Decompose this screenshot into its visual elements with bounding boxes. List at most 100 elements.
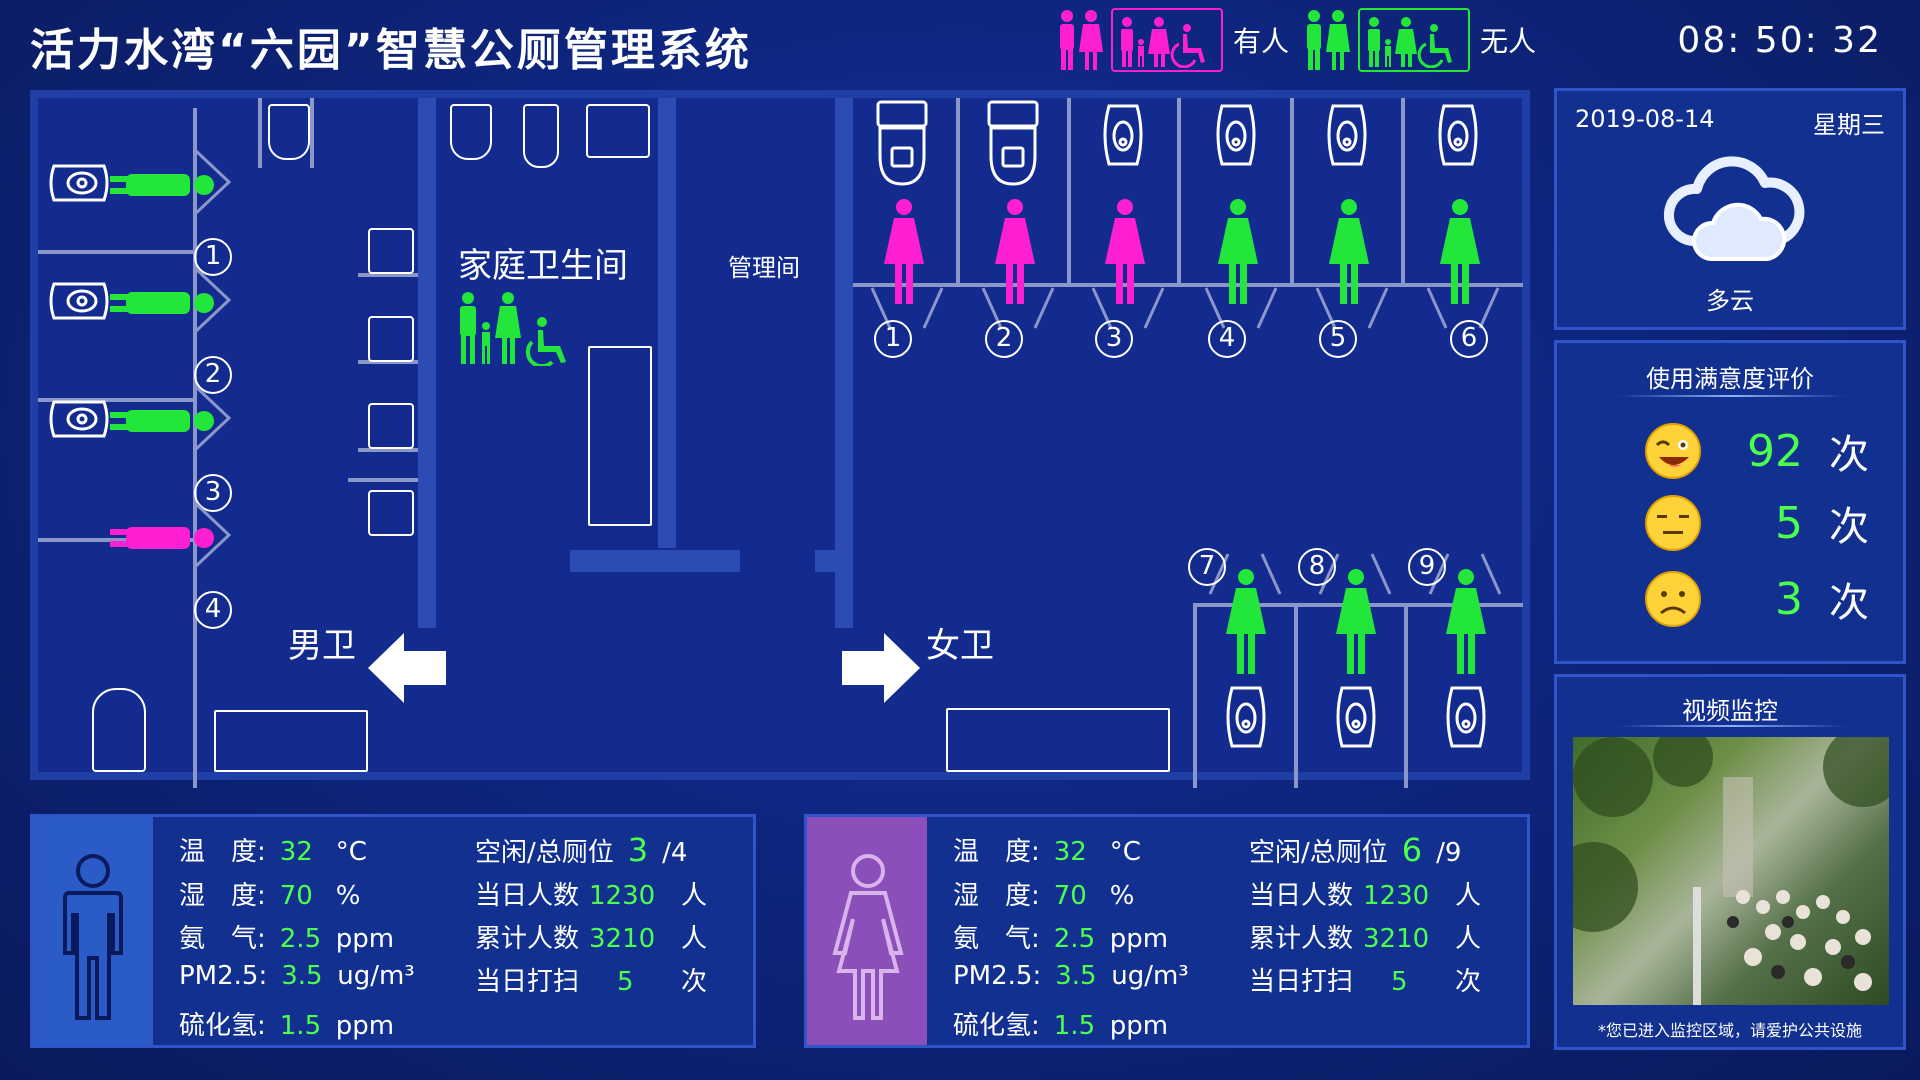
stall-wall xyxy=(1067,98,1071,284)
toilet-icon xyxy=(876,100,928,186)
clean-label: 当日打扫 xyxy=(475,967,580,997)
satisfaction-count: 92 xyxy=(1747,425,1803,477)
occupied-family-box xyxy=(1111,8,1223,72)
clean-value: 5 xyxy=(1391,967,1408,997)
video-feed[interactable] xyxy=(1573,737,1889,1005)
partition-icon xyxy=(193,384,232,452)
occupied-family-icon xyxy=(1121,17,1205,68)
female-stall-7[interactable]: 7 xyxy=(1188,548,1298,788)
cum-unit: 人 xyxy=(681,924,708,954)
stall-number: 4 xyxy=(1208,320,1246,358)
female-stall-8[interactable]: 8 xyxy=(1298,548,1408,788)
video-notice: *您已进入监控区域，请爱护公共设施 xyxy=(1597,1021,1862,1040)
hum-unit: % xyxy=(335,881,361,911)
stall-number: 2 xyxy=(194,356,232,394)
divider xyxy=(358,360,418,364)
squat-toilet-icon xyxy=(1103,104,1143,166)
free-value: 3 xyxy=(627,831,649,869)
divider xyxy=(358,448,418,452)
hum-label: 湿 度: xyxy=(953,881,1040,911)
temp-label: 温 度: xyxy=(953,837,1040,867)
male-figure-icon xyxy=(63,854,123,1020)
arrow-right-icon xyxy=(842,633,920,703)
squat-toilet-icon xyxy=(1438,104,1478,166)
female-stall-4[interactable]: 4 xyxy=(1188,98,1294,358)
nh3-value: 2.5 xyxy=(1053,924,1096,954)
male-urinal-4[interactable]: 4 xyxy=(38,501,238,629)
hum-unit: % xyxy=(1109,881,1135,911)
weekday: 星期三 xyxy=(1813,111,1885,139)
male-urinal-3[interactable]: 3 xyxy=(38,384,238,512)
stall-number: 3 xyxy=(1095,320,1133,358)
h2s-label: 硫化氢: xyxy=(953,1011,1040,1041)
temp-unit: °C xyxy=(335,837,367,867)
mgmt-room-label: 管理间 xyxy=(728,254,800,282)
family-toilet xyxy=(450,104,492,160)
free-family-icon xyxy=(1368,17,1452,68)
divider xyxy=(310,98,314,168)
urinal-icon xyxy=(49,164,109,202)
date: 2019-08-14 xyxy=(1575,105,1715,133)
free-label: 空闲/总厕位 xyxy=(1249,838,1388,868)
wall-male-family xyxy=(418,98,436,628)
urinal-icon xyxy=(49,282,109,320)
clean-value: 5 xyxy=(617,967,634,997)
stall-wall xyxy=(1294,604,1298,788)
family-room-label: 家庭卫生间 xyxy=(458,246,628,286)
h2s-value: 1.5 xyxy=(279,1011,322,1041)
person-lying-icon xyxy=(110,292,214,314)
h2s-unit: ppm xyxy=(335,1011,395,1041)
nh3-value: 2.5 xyxy=(279,924,322,954)
stall-wall xyxy=(1177,98,1181,284)
divider xyxy=(1193,603,1197,788)
free-label: 空闲/总厕位 xyxy=(475,838,614,868)
female-sinks xyxy=(946,708,1170,772)
satisfaction-unit: 次 xyxy=(1829,504,1869,550)
toilet xyxy=(368,228,414,274)
divider xyxy=(258,98,262,168)
h2s-label: 硫化氢: xyxy=(179,1011,266,1041)
partition-icon xyxy=(193,501,232,569)
male-urinal-2[interactable]: 2 xyxy=(38,266,238,394)
free-person-icon xyxy=(1307,10,1350,70)
female-stall-5[interactable]: 5 xyxy=(1299,98,1405,358)
satisfaction-row: 92 次 xyxy=(1643,421,1869,481)
h2s-unit: ppm xyxy=(1109,1011,1169,1041)
female-stall-1[interactable]: 1 xyxy=(854,98,960,358)
squat-toilet-icon xyxy=(1336,686,1376,748)
female-area-label: 女卫 xyxy=(926,626,994,666)
toilet xyxy=(368,403,414,449)
female-stall-9[interactable]: 9 xyxy=(1408,548,1518,788)
legend-occupied: 有人 xyxy=(1055,8,1289,72)
female-stall-2[interactable]: 2 xyxy=(965,98,1071,358)
divider xyxy=(38,538,193,542)
video-panel: 视频监控 *您已进入监控区域，请爱护公共设施 xyxy=(1554,674,1906,1050)
person-lying-icon xyxy=(110,410,214,432)
female-figure-icon xyxy=(1226,569,1266,674)
partition-icon xyxy=(193,266,232,334)
stall-number: 4 xyxy=(194,591,232,629)
satisfaction-count: 3 xyxy=(1775,573,1803,625)
satisfaction-unit: 次 xyxy=(1829,580,1869,626)
stall-number: 1 xyxy=(194,238,232,276)
temp-unit: °C xyxy=(1109,837,1141,867)
today-unit: 人 xyxy=(681,881,708,911)
toilet-icon xyxy=(987,100,1039,186)
stall-wall xyxy=(1290,98,1294,284)
weather-panel: 2019-08-14 星期三 多云 xyxy=(1554,88,1906,330)
female-stall-3[interactable]: 3 xyxy=(1075,98,1181,358)
female-stall-6[interactable]: 6 xyxy=(1410,98,1516,358)
stall-number: 7 xyxy=(1188,548,1226,586)
male-urinal-1[interactable]: 1 xyxy=(38,148,238,276)
female-figure-icon xyxy=(884,199,924,304)
male-sinks xyxy=(214,710,368,772)
squat-toilet-icon xyxy=(1226,686,1266,748)
today-label: 当日人数 xyxy=(475,881,580,911)
hum-value: 70 xyxy=(279,881,313,911)
today-value: 1230 xyxy=(1363,881,1430,911)
satisfaction-unit: 次 xyxy=(1829,432,1869,478)
person-lying-icon xyxy=(110,527,214,549)
free-family-box xyxy=(1358,8,1470,72)
legend-free-label: 无人 xyxy=(1480,25,1537,58)
